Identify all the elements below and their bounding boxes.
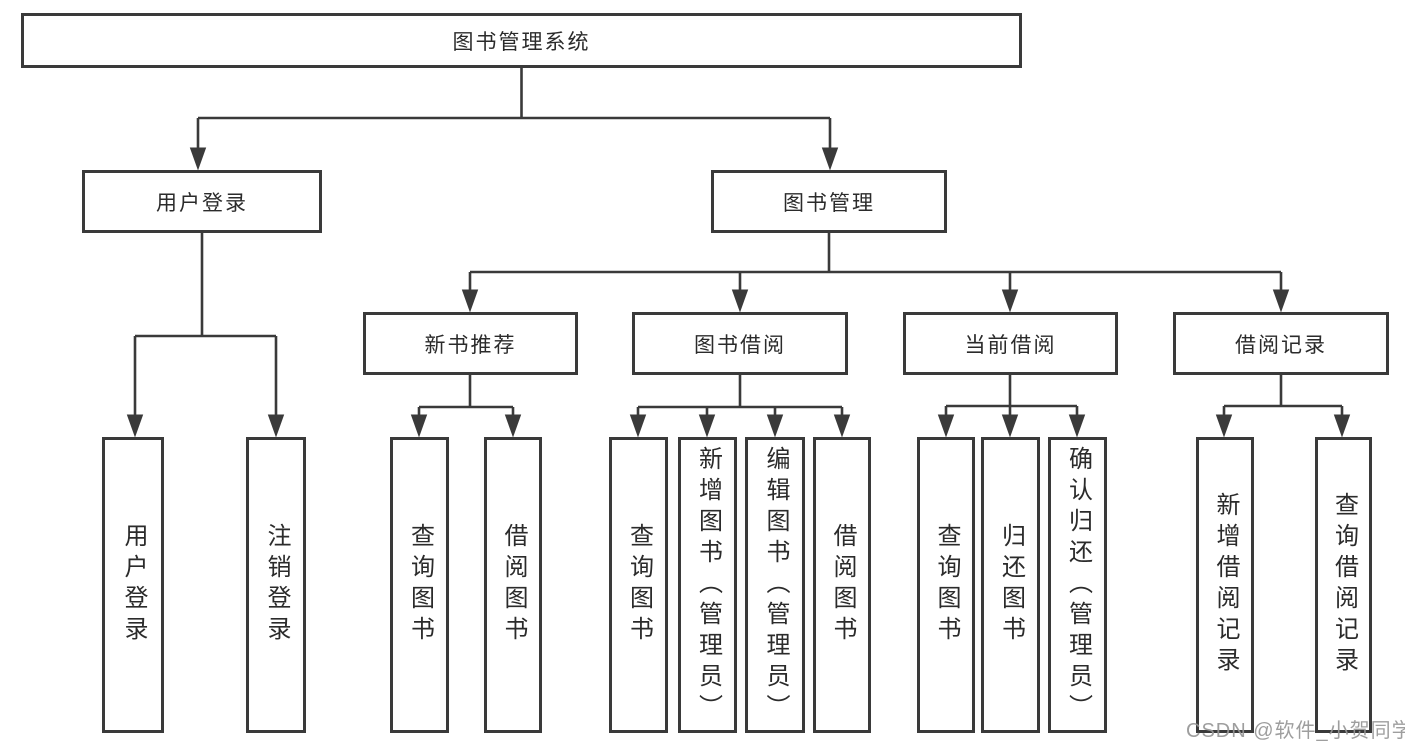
node-label: 当前借阅: [964, 333, 1057, 357]
node-label: 确认归还（管理员）: [1064, 445, 1092, 725]
node-label: 图书管理系统: [452, 30, 591, 54]
node-label: 图书管理: [783, 191, 875, 215]
arrowhead: [937, 414, 955, 438]
node-label: 注销登录: [263, 523, 290, 647]
arrowhead: [504, 414, 522, 438]
connector-book-management-children: [461, 233, 1290, 313]
node-book-borrow: 图书借阅: [632, 312, 848, 375]
csdn-watermark: CSDN @软件_小贺同学: [1186, 720, 1405, 742]
connector-borrow-record-children: [1215, 375, 1351, 438]
arrowhead: [410, 414, 428, 438]
arrowhead: [267, 414, 285, 438]
arrowhead: [698, 414, 716, 438]
connector-book-borrow-children: [629, 375, 851, 438]
leaf-borrow-books-recommend: 借阅图书: [484, 437, 542, 733]
arrowhead: [1333, 414, 1351, 438]
node-new-book-recommend: 新书推荐: [363, 312, 578, 375]
leaf-borrow-books: 借阅图书: [813, 437, 871, 733]
node-borrow-records: 借阅记录: [1173, 312, 1389, 375]
arrowhead: [1001, 289, 1019, 313]
node-label: 用户登录: [120, 523, 147, 647]
leaf-logout: 注销登录: [246, 437, 306, 733]
node-label: 查询图书: [406, 523, 434, 647]
arrowhead: [629, 414, 647, 438]
node-label: 借阅记录: [1235, 333, 1327, 357]
connector-root-to-level2: [189, 68, 839, 171]
arrowhead: [731, 289, 749, 313]
leaf-query-borrow-record: 查询借阅记录: [1315, 437, 1372, 733]
leaf-query-books-recommend: 查询图书: [390, 437, 449, 733]
arrowhead: [461, 289, 479, 313]
arrowhead: [1215, 414, 1233, 438]
connector-user-login-children: [126, 233, 285, 438]
arrowhead: [189, 147, 207, 171]
node-label: 用户登录: [156, 191, 248, 215]
leaf-user-login: 用户登录: [102, 437, 164, 733]
node-user-login: 用户登录: [82, 170, 322, 233]
connector-new-book-children: [410, 375, 522, 438]
arrowhead: [833, 414, 851, 438]
node-library-management-system: 图书管理系统: [21, 13, 1022, 68]
leaf-return-book: 归还图书: [981, 437, 1040, 733]
arrowhead: [1068, 414, 1086, 438]
node-label: 编辑图书（管理员）: [762, 445, 789, 725]
leaf-confirm-return-admin: 确认归还（管理员）: [1048, 437, 1107, 733]
node-label: 新增图书（管理员）: [694, 445, 722, 725]
leaf-edit-book-admin: 编辑图书（管理员）: [745, 437, 805, 733]
node-label: 借阅图书: [829, 523, 856, 647]
arrowhead: [1001, 414, 1019, 438]
node-label: 归还图书: [997, 523, 1025, 647]
leaf-add-book-admin: 新增图书（管理员）: [678, 437, 737, 733]
node-label: 图书借阅: [694, 333, 786, 357]
connector-current-borrow-children: [937, 375, 1086, 438]
arrowhead: [126, 414, 144, 438]
node-label: 查询图书: [933, 523, 960, 647]
leaf-query-books-borrow: 查询图书: [609, 437, 668, 733]
arrowhead: [766, 414, 784, 438]
node-label: 查询借阅记录: [1330, 492, 1358, 678]
node-current-borrow: 当前借阅: [903, 312, 1118, 375]
node-label: 查询图书: [625, 523, 653, 647]
node-label: 借阅图书: [500, 523, 527, 647]
node-label: 新增借阅记录: [1212, 492, 1239, 678]
leaf-add-borrow-record: 新增借阅记录: [1196, 437, 1254, 733]
node-label: 新书推荐: [424, 333, 517, 357]
arrowhead: [821, 147, 839, 171]
node-book-management: 图书管理: [711, 170, 947, 233]
arrowhead: [1272, 289, 1290, 313]
leaf-query-books-current: 查询图书: [917, 437, 975, 733]
